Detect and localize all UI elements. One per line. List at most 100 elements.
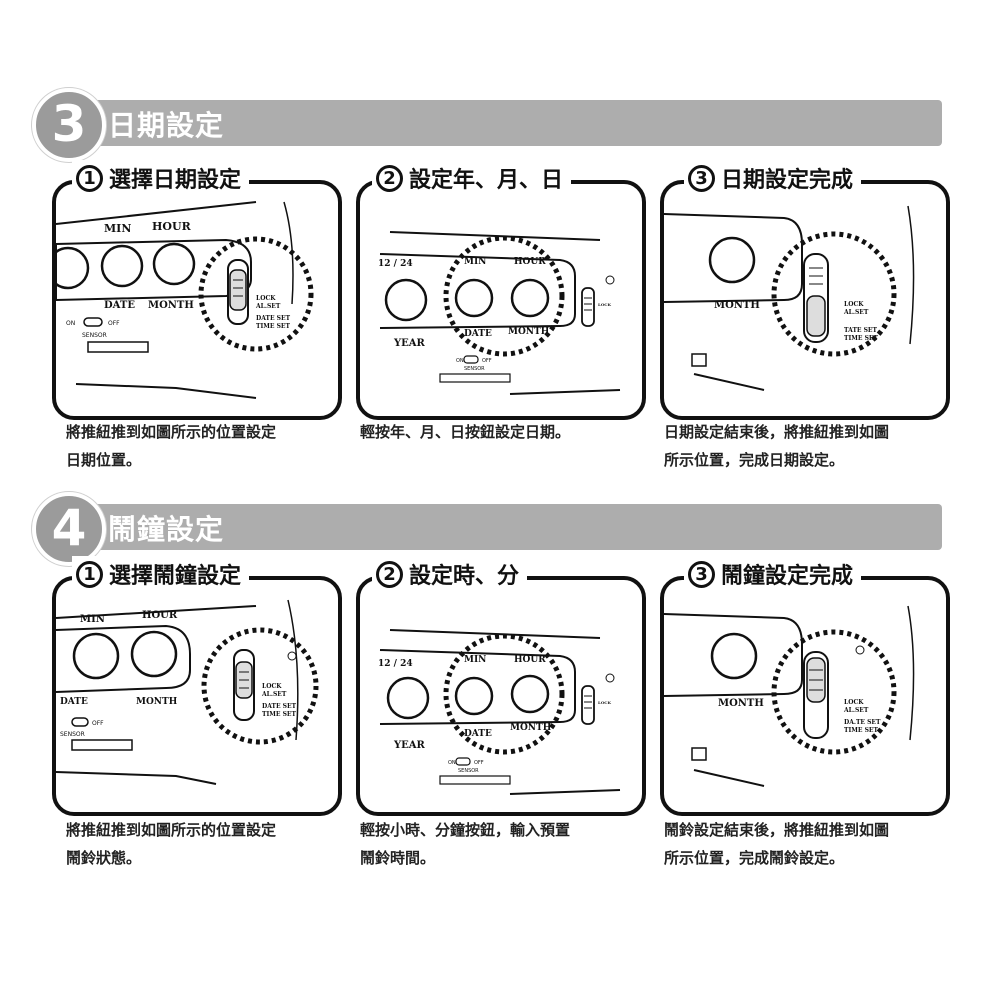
step-number-badge: 3 bbox=[688, 560, 715, 588]
step-description: 輕按小時、分鐘按鈕，輸入預置 鬧鈴時間。 bbox=[360, 816, 650, 872]
label-lock: LOCK bbox=[844, 301, 864, 308]
step-label: 選擇日期設定 bbox=[109, 168, 242, 193]
clock-illustration: MIN HOUR DATE MONTH ON OFF SENSOR LOCK A… bbox=[56, 201, 314, 399]
section-number-badge: 4 bbox=[32, 492, 106, 566]
label-date: DATE bbox=[464, 329, 492, 339]
label-hour: HOUR bbox=[152, 220, 192, 233]
desc-line: 鬧鈴狀態。 bbox=[66, 849, 142, 867]
label-date: DATE bbox=[464, 729, 492, 739]
label-alset: AL.SET bbox=[255, 303, 281, 310]
label-alset: AL.SET bbox=[843, 309, 869, 316]
step-header: 3 日期設定完成 bbox=[684, 160, 862, 196]
label-min: MIN bbox=[104, 222, 131, 235]
desc-line: 將推紐推到如圖所示的位置設定 bbox=[66, 423, 277, 441]
label-timeset: TIME SET bbox=[844, 727, 878, 734]
label-lock: LOCK bbox=[598, 302, 611, 307]
label-lock: LOCK bbox=[262, 683, 282, 690]
label-min: MIN bbox=[464, 257, 486, 267]
clock-illustration: MIN HOUR DATE MONTH OFF SENSOR LOCK AL.S… bbox=[56, 599, 319, 785]
panel-select-alarm-setting: MIN HOUR DATE MONTH OFF SENSOR LOCK AL.S… bbox=[52, 576, 342, 816]
clock-illustration: MONTH LOCK AL.SET TATE SET TIME SET bbox=[664, 205, 915, 391]
section-title: 日期設定 bbox=[108, 109, 225, 142]
label-dateset: TATE SET bbox=[844, 327, 877, 334]
step-header: 1 選擇鬧鐘設定 bbox=[72, 556, 250, 592]
label-hour: HOUR bbox=[142, 610, 178, 621]
desc-line: 日期位置。 bbox=[66, 451, 142, 469]
desc-line: 將推紐推到如圖所示的位置設定 bbox=[66, 821, 277, 839]
label-dateset: DATE SET bbox=[262, 703, 297, 710]
desc-line: 所示位置，完成鬧鈴設定。 bbox=[664, 849, 845, 867]
label-month: MONTH bbox=[136, 697, 178, 707]
label-timeset: TIME SET bbox=[256, 323, 290, 330]
panel-date-setting-complete: MONTH LOCK AL.SET TATE SET TIME SET bbox=[660, 180, 950, 420]
step-number-badge: 2 bbox=[376, 164, 403, 192]
step-number-badge: 1 bbox=[76, 164, 103, 192]
section-title: 鬧鐘設定 bbox=[108, 513, 225, 546]
desc-line: 輕按年、月、日按鈕設定日期。 bbox=[360, 423, 571, 441]
step-header: 2 設定時、分 bbox=[372, 556, 528, 592]
desc-line: 日期設定結束後，將推紐推到如圖 bbox=[664, 423, 890, 441]
label-on: ON bbox=[456, 358, 464, 364]
step-description: 輕按年、月、日按鈕設定日期。 bbox=[360, 418, 650, 446]
clock-illustration: MONTH LOCK AL.SET DA.TE SET TIME SET bbox=[664, 605, 915, 787]
label-lock: LOCK bbox=[844, 699, 864, 706]
step-description: 日期設定結束後，將推紐推到如圖 所示位置，完成日期設定。 bbox=[664, 418, 954, 474]
desc-line: 所示位置，完成日期設定。 bbox=[664, 451, 845, 469]
clock-illustration: 12 / 24 MIN HOUR YEAR DATE MONTH ON OFF … bbox=[378, 231, 621, 395]
label-month: MONTH bbox=[714, 300, 760, 311]
label-min: MIN bbox=[464, 655, 486, 665]
step-header: 1 選擇日期設定 bbox=[72, 160, 250, 196]
label-alset: AL.SET bbox=[261, 691, 287, 698]
section-header-bar bbox=[52, 100, 942, 146]
label-off: OFF bbox=[92, 720, 104, 727]
desc-line: 鬧鈴時間。 bbox=[360, 849, 436, 867]
label-on: ON bbox=[448, 760, 456, 766]
desc-line: 鬧鈴設定結束後，將推紐推到如圖 bbox=[664, 821, 890, 839]
label-month: MONTH bbox=[718, 698, 764, 709]
label-lock: LOCK bbox=[256, 295, 276, 302]
panel-set-year-month-day: 12 / 24 MIN HOUR YEAR DATE MONTH ON OFF … bbox=[356, 180, 646, 420]
label-mode: 12 / 24 bbox=[378, 659, 413, 669]
label-on: ON bbox=[66, 320, 75, 327]
step-description: 鬧鈴設定結束後，將推紐推到如圖 所示位置，完成鬧鈴設定。 bbox=[664, 816, 954, 872]
step-label: 選擇鬧鐘設定 bbox=[109, 564, 242, 589]
label-timeset: TIME SET bbox=[844, 335, 878, 342]
label-month: MONTH bbox=[508, 327, 550, 337]
label-date: DATE bbox=[104, 300, 135, 311]
step-number-badge: 2 bbox=[376, 560, 403, 588]
label-off: OFF bbox=[482, 358, 492, 364]
step-label: 設定時、分 bbox=[409, 564, 520, 589]
label-off: OFF bbox=[108, 320, 120, 327]
step-label: 鬧鐘設定完成 bbox=[721, 564, 854, 589]
label-min: MIN bbox=[80, 614, 105, 625]
step-number-badge: 3 bbox=[688, 164, 715, 192]
label-month: MONTH bbox=[510, 723, 552, 733]
label-lock: LOCK bbox=[598, 700, 611, 705]
label-sensor: SENSOR bbox=[458, 768, 479, 774]
step-label: 設定年、月、日 bbox=[409, 168, 564, 193]
step-label: 日期設定完成 bbox=[721, 168, 854, 193]
label-dateset: DATE SET bbox=[256, 315, 291, 322]
label-hour: HOUR bbox=[514, 257, 546, 267]
label-dateset: DA.TE SET bbox=[844, 719, 881, 726]
label-mode: 12 / 24 bbox=[378, 259, 413, 269]
clock-illustration: 12 / 24 MIN HOUR YEAR DATE MONTH ON OFF … bbox=[378, 629, 621, 795]
label-sensor: SENSOR bbox=[82, 332, 107, 339]
section-number: 4 bbox=[51, 499, 87, 557]
label-date: DATE bbox=[60, 697, 88, 707]
panel-select-date-setting: MIN HOUR DATE MONTH ON OFF SENSOR LOCK A… bbox=[52, 180, 342, 420]
step-header: 3 鬧鐘設定完成 bbox=[684, 556, 862, 592]
label-timeset: TIME SET bbox=[262, 711, 296, 718]
label-month: MONTH bbox=[148, 300, 194, 311]
panel-set-hour-minute: 12 / 24 MIN HOUR YEAR DATE MONTH ON OFF … bbox=[356, 576, 646, 816]
desc-line: 輕按小時、分鐘按鈕，輸入預置 bbox=[360, 821, 571, 839]
label-sensor: SENSOR bbox=[464, 366, 485, 372]
label-year: YEAR bbox=[393, 740, 426, 751]
step-number-badge: 1 bbox=[76, 560, 103, 588]
label-alset: AL.SET bbox=[843, 707, 869, 714]
step-header: 2 設定年、月、日 bbox=[372, 160, 572, 196]
section-number: 3 bbox=[51, 95, 87, 153]
section-number-badge: 3 bbox=[32, 88, 106, 162]
step-description: 將推紐推到如圖所示的位置設定 日期位置。 bbox=[66, 418, 356, 474]
label-off: OFF bbox=[474, 760, 484, 766]
